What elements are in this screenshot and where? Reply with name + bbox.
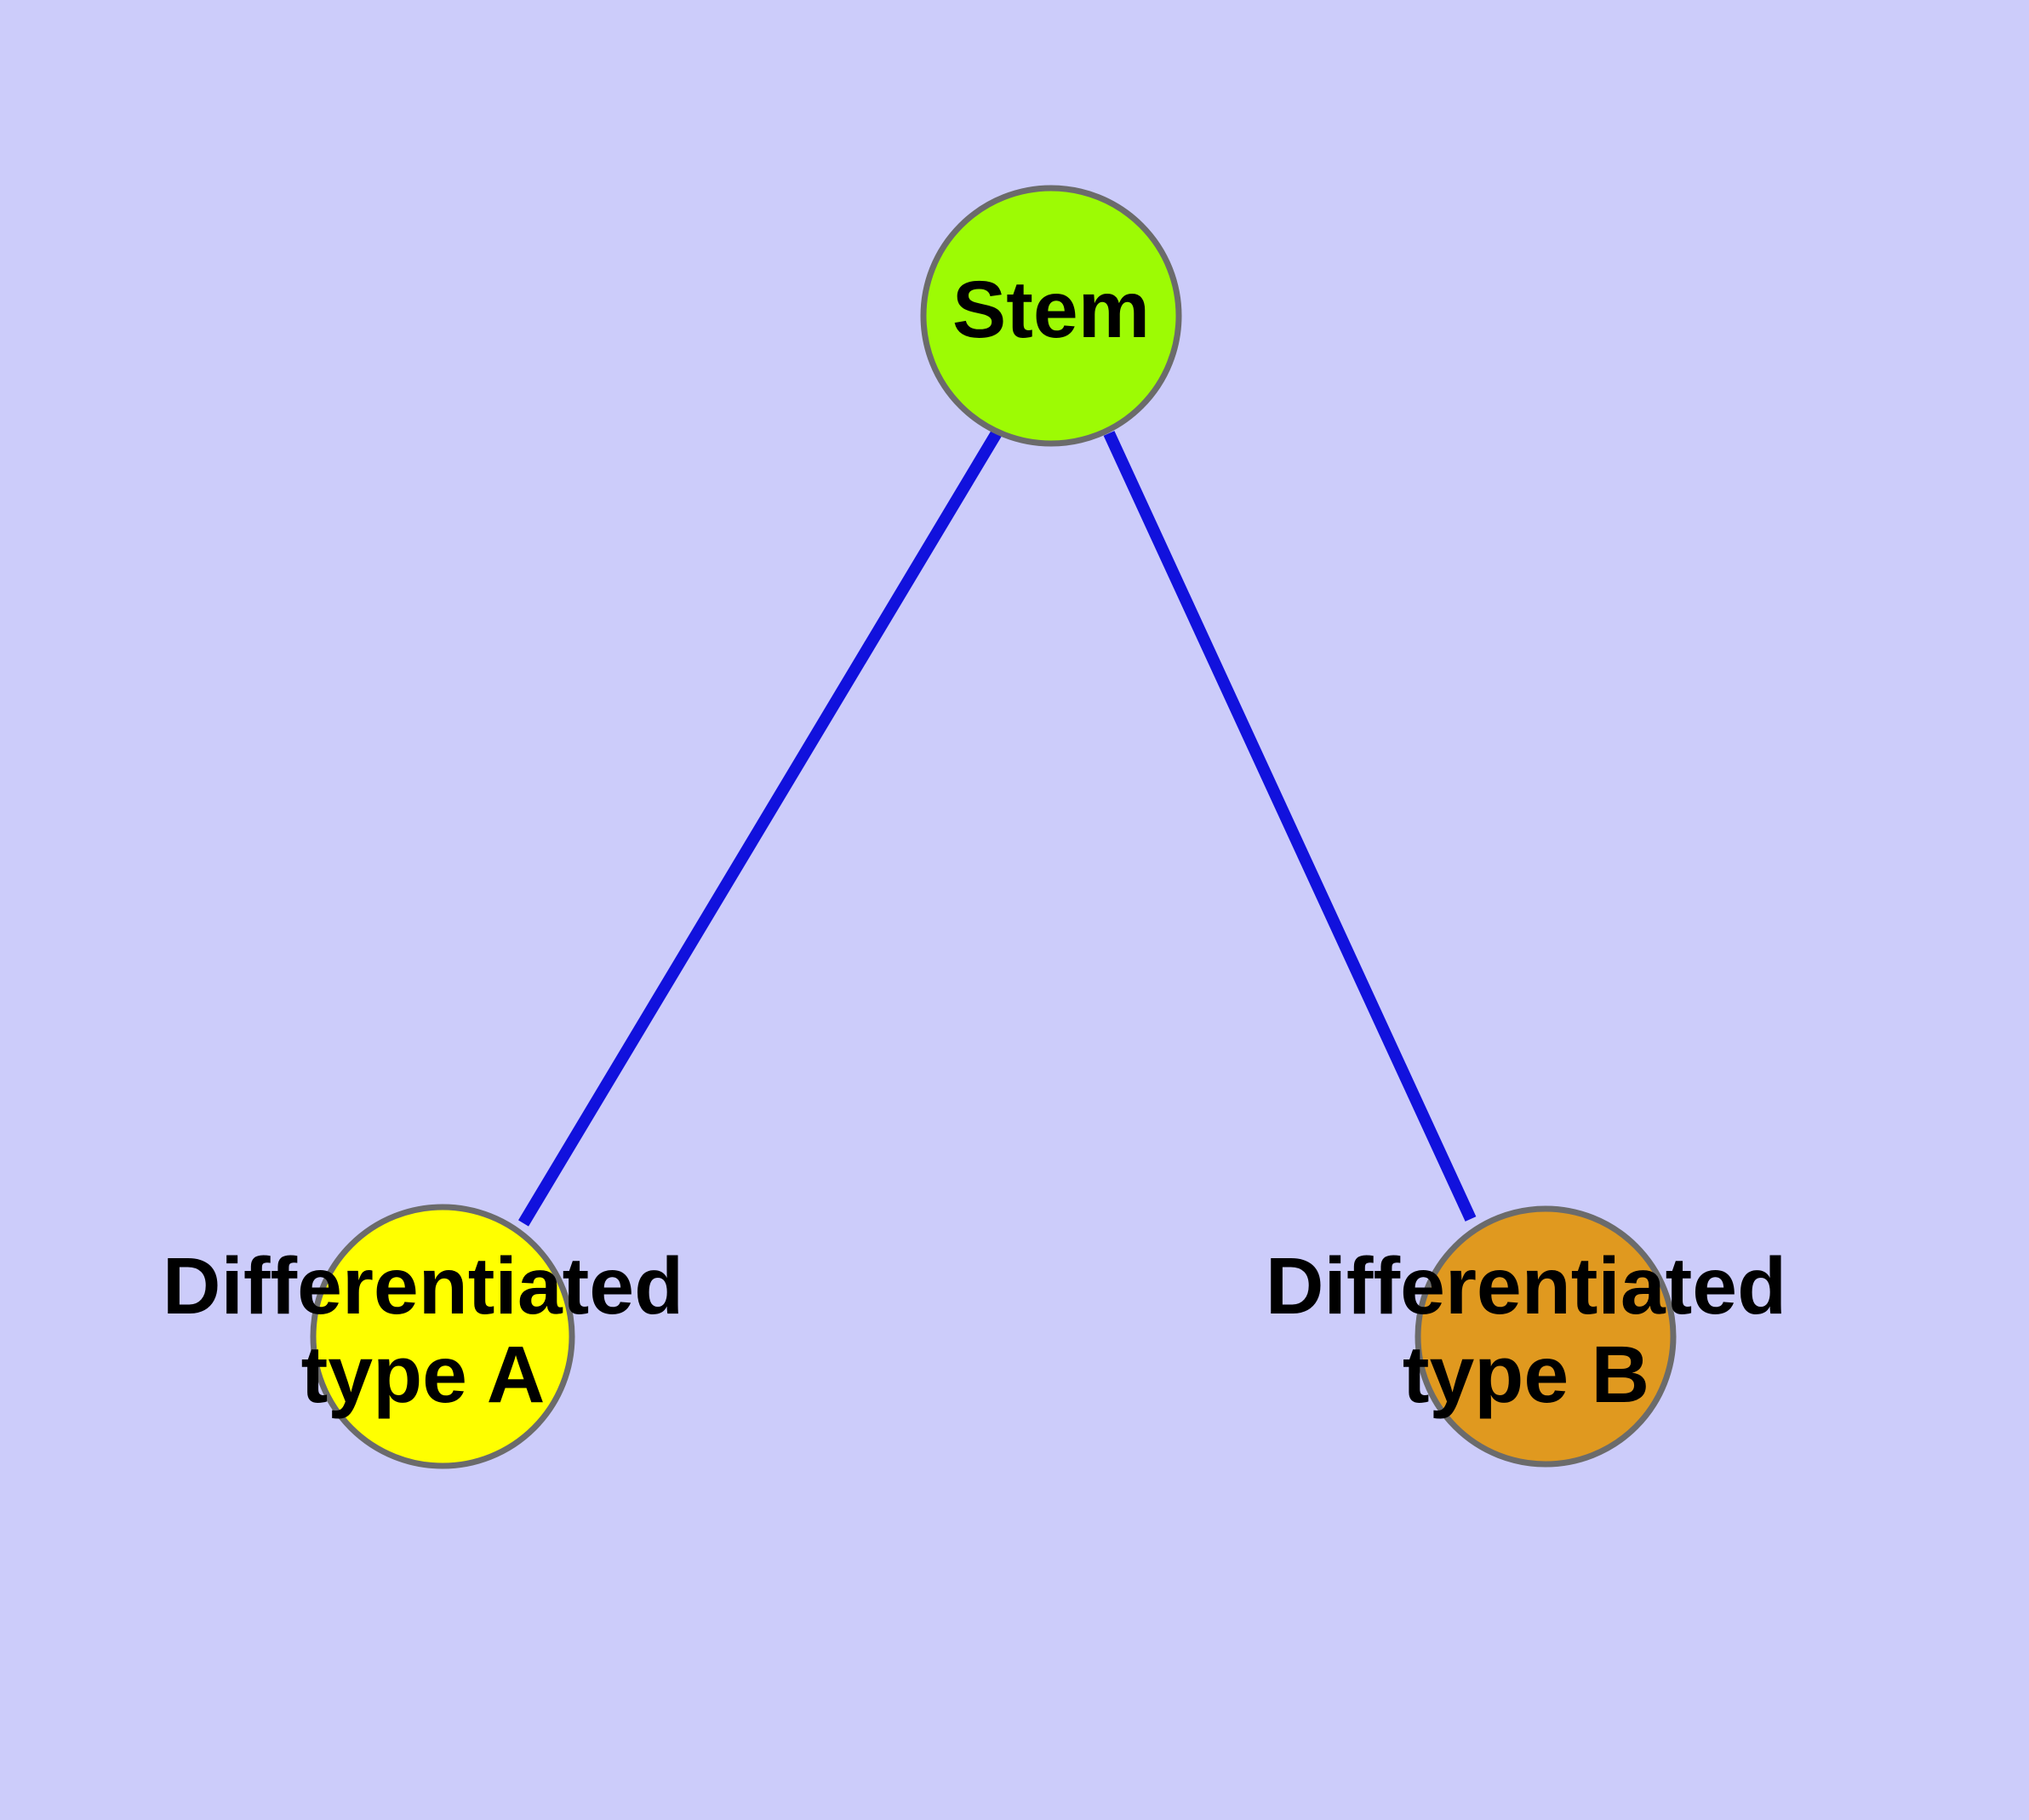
edges-layer xyxy=(517,428,1477,1227)
graph-node-stem[interactable] xyxy=(920,185,1182,447)
nodes-layer xyxy=(310,185,1677,1469)
graph-node-label-line: Differentiated xyxy=(1266,1241,1786,1331)
graph-node-label-line: type B xyxy=(1403,1330,1649,1420)
graph-node-label-stem: Stem xyxy=(952,265,1150,355)
graph-node-diff_b[interactable] xyxy=(1415,1205,1677,1468)
graph-edge-stem-to-diff_b[interactable] xyxy=(1103,431,1477,1222)
graph-node-label-line: Stem xyxy=(952,265,1150,355)
graph-edge-stem-to-diff_a[interactable] xyxy=(517,428,1003,1227)
graph-node-diff_a[interactable] xyxy=(310,1204,575,1469)
graph-node-label-line: type A xyxy=(301,1330,546,1420)
graph-node-label-line: Differentiated xyxy=(163,1241,683,1331)
